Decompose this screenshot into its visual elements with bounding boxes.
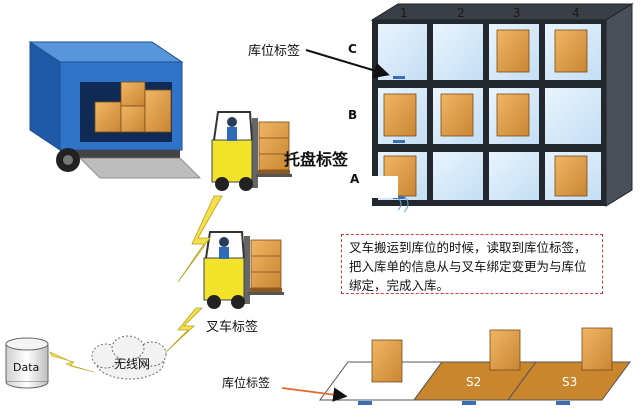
- forklift-lower: [203, 231, 284, 309]
- truck: [28, 41, 201, 179]
- shelf-tag-arrow: [305, 49, 390, 79]
- floor-tag-arrow: [281, 387, 348, 402]
- lightning-bolt-lower: [165, 307, 203, 353]
- database-label: Data: [13, 361, 40, 374]
- rack-column-2: 2: [457, 6, 465, 20]
- lightning-bolt-upper: [177, 195, 223, 283]
- wireless-label: 无线网: [114, 357, 151, 371]
- rack-row-a: A: [350, 172, 360, 186]
- floor-slots: [319, 327, 631, 405]
- rack-row-b: B: [348, 108, 358, 122]
- rack-column-1: 1: [400, 6, 408, 20]
- lightning-bolt-data: [49, 351, 95, 373]
- wireless-cloud: [91, 335, 167, 380]
- storage-rack: [368, 3, 634, 213]
- forklift-upper: [211, 111, 292, 191]
- pallet-tag-label: 托盘标签: [284, 150, 349, 169]
- rack-row-c: C: [348, 42, 357, 56]
- process-callout: 叉车搬运到库位的时候，读取到库位标签，把入库单的信息从与叉车绑定变更为与库位绑定…: [341, 234, 603, 294]
- shelf-tag-label: 库位标签: [248, 44, 301, 59]
- database-icon: [5, 337, 49, 389]
- floor-tag-label: 库位标签: [222, 376, 271, 390]
- forklift-tag-label: 叉车标签: [206, 320, 259, 335]
- floor-slot-s3: S3: [562, 375, 578, 389]
- rack-column-4: 4: [572, 6, 580, 20]
- rack-column-3: 3: [513, 6, 521, 20]
- floor-slot-s2: S2: [466, 375, 482, 389]
